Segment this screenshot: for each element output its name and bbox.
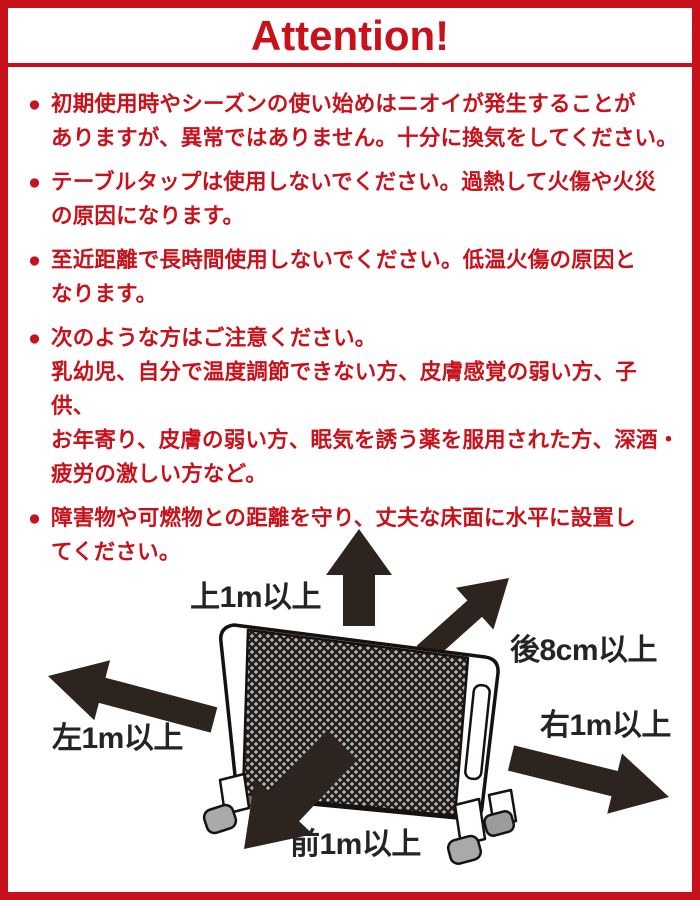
caster-mount: [218, 772, 251, 816]
bullet-icon: ●: [28, 248, 42, 272]
bullet-icon: ●: [28, 506, 42, 530]
caster-mount: [453, 797, 487, 847]
clearance-label-front: 前1m以上: [290, 828, 421, 861]
bullet-icon: ●: [28, 326, 42, 350]
notice-list: ● 初期使用時やシーズンの使い始めはニオイが発生することが ありますが、異常では…: [8, 67, 692, 569]
bullet-icon: ●: [28, 92, 42, 116]
clearance-label-top: 上1m以上: [190, 581, 321, 614]
caster-mount: [487, 788, 518, 828]
notice-item: ● 至近距離で長時間使用しないでください。低温火傷の原因と なります。: [28, 243, 680, 311]
clearance-label-back: 後8cm以上: [510, 634, 657, 667]
clearance-label-right: 右1m以上: [540, 709, 671, 742]
heater-side-slot: [464, 683, 491, 781]
heater-body: [219, 623, 500, 821]
notice-text: 障害物や可燃物との距離を守り、丈夫な床面に水平に設置し てください。: [51, 506, 636, 564]
clearance-arrow-back-icon: [416, 578, 509, 663]
caster-wheel: [483, 810, 516, 837]
notice-text: 次のような方はご注意ください。 乳幼児、自分で温度調節できない方、皮膚感覚の弱い…: [51, 326, 680, 486]
heater-mesh-panel: [241, 628, 470, 818]
caster-wheel: [446, 834, 483, 865]
bullet-icon: ●: [28, 170, 42, 194]
notice-text: 至近距離で長時間使用しないでください。低温火傷の原因と なります。: [51, 248, 637, 306]
caster-wheel: [202, 803, 238, 835]
clearance-arrow-left-icon: [48, 660, 218, 733]
attention-title: Attention!: [250, 11, 450, 59]
heater-illustration: [202, 623, 518, 865]
notice-item: ● テーブルタップは使用しないでください。過熱して火傷や火災 の原因になります。: [28, 165, 680, 233]
attention-header: Attention!: [8, 8, 692, 67]
notice-item: ● 障害物や可燃物との距離を守り、丈夫な床面に水平に設置し てください。: [28, 501, 680, 569]
foot-bracket: [239, 793, 262, 809]
notice-text: 初期使用時やシーズンの使い始めはニオイが発生することが ありますが、異常ではあり…: [51, 92, 678, 150]
clearance-label-left: 左1m以上: [52, 722, 183, 755]
clearance-arrow-right-icon: [507, 745, 669, 814]
clearance-arrow-front-icon: [244, 730, 358, 849]
notice-item: ● 次のような方はご注意ください。 乳幼児、自分で温度調節できない方、皮膚感覚の…: [28, 321, 680, 491]
notice-text: テーブルタップは使用しないでください。過熱して火傷や火災 の原因になります。: [51, 170, 657, 228]
notice-item: ● 初期使用時やシーズンの使い始めはニオイが発生することが ありますが、異常では…: [28, 87, 680, 155]
